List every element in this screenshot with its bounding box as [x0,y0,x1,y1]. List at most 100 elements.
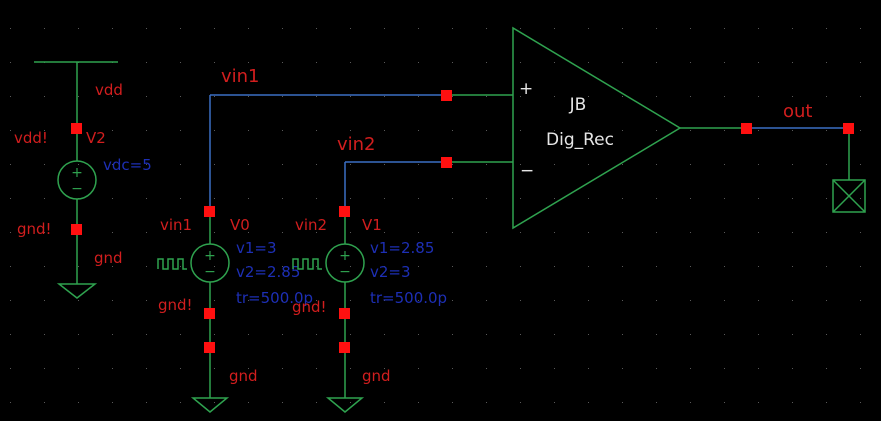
grid-dot [860,28,861,29]
v0-bottom-pin-label: gnd! [158,296,193,314]
grid-dot [690,96,691,97]
grid-dot [180,198,181,199]
grid-dot [758,232,759,233]
comparator-plus-pin[interactable] [441,90,452,101]
grid-dot [554,232,555,233]
grid-dot [180,28,181,29]
output-port-icon[interactable] [832,179,866,213]
grid-dot [146,96,147,97]
grid-dot [214,62,215,63]
grid-dot [44,232,45,233]
grid-dot [690,130,691,131]
net-label-out: out [783,101,812,122]
grid-dot [282,130,283,131]
v1-ground-pin[interactable] [339,342,350,353]
grid-dot [10,334,11,335]
grid-dot [486,198,487,199]
grid-dot [248,96,249,97]
comparator-dig-rec[interactable]: + − JB Dig_Rec [441,26,747,230]
grid-dot [350,232,351,233]
grid-dot [418,130,419,131]
grid-dot [350,334,351,335]
grid-dot [656,232,657,233]
grid-dot [724,232,725,233]
v1-param-v1: v1=2.85 [370,239,434,257]
grid-dot [384,300,385,301]
grid-dot [248,198,249,199]
grid-dot [792,164,793,165]
grid-dot [44,28,45,29]
v0-param-v1: v1=3 [236,239,277,257]
grid-dot [656,198,657,199]
grid-dot [10,96,11,97]
grid-dot [418,232,419,233]
grid-dot [792,96,793,97]
grid-dot [78,368,79,369]
grid-dot [214,266,215,267]
grid-dot [316,368,317,369]
output-net[interactable]: out [741,101,866,213]
grid-dot [78,164,79,165]
v1-plus-sign: + [339,248,351,264]
grid-dot [486,62,487,63]
grid-dot [622,266,623,267]
grid-dot [44,266,45,267]
grid-dot [554,62,555,63]
grid-dot [860,62,861,63]
v0-bottom-pin[interactable] [204,308,215,319]
grid-dot [656,96,657,97]
grid-dot [588,300,589,301]
v1-instance-name: V1 [362,216,382,234]
grid-dot [520,130,521,131]
grid-dot [690,402,691,403]
grid-dot [758,96,759,97]
grid-dot [758,334,759,335]
comparator-output-pin[interactable] [741,123,752,134]
v2-top-pin[interactable] [71,123,82,134]
v2-top-net-label: vdd [95,81,123,99]
grid-dot [418,368,419,369]
v0-top-pin[interactable] [204,206,215,217]
v2-plus-sign: + [71,165,83,181]
grid-dot [248,130,249,131]
v0-minus-sign: − [204,264,216,280]
grid-dot [214,96,215,97]
vdc-source-v2[interactable]: + − vdd vdd! V2 vdc=5 gnd! gnd [14,61,152,299]
grid-dot [384,62,385,63]
grid-dot [860,402,861,403]
v2-bottom-pin[interactable] [71,224,82,235]
grid-dot [622,62,623,63]
grid-dot [112,198,113,199]
grid-dot [282,402,283,403]
grid-dot [78,402,79,403]
grid-dot [690,62,691,63]
v2-bottom-net-label: gnd [94,249,123,267]
grid-dot [146,334,147,335]
vpulse-source-v0[interactable]: + − vin1 V0 v1=3 v2=2.85 tr=500.0p gnd! … [157,94,447,413]
grid-dot [112,164,113,165]
v0-ground-symbol [190,397,230,413]
grid-dot [826,28,827,29]
comparator-minus-pin[interactable] [441,157,452,168]
grid-dot [248,266,249,267]
grid-dot [146,300,147,301]
grid-dot [656,266,657,267]
grid-dot [78,28,79,29]
vpulse-source-v1[interactable]: + − vin2 V1 v1=2.85 v2=3 tr=500.0p gnd! … [292,161,447,413]
out-terminal-pin[interactable] [843,123,854,134]
v0-ground-pin[interactable] [204,342,215,353]
v1-bottom-pin[interactable] [339,308,350,319]
grid-dot [282,164,283,165]
grid-dot [452,368,453,369]
v1-top-pin[interactable] [339,206,350,217]
grid-dot [554,402,555,403]
v0-instance-name: V0 [230,216,250,234]
grid-dot [384,368,385,369]
grid-dot [452,164,453,165]
grid-dot [486,96,487,97]
grid-dot [44,96,45,97]
grid-dot [792,402,793,403]
grid-dot [690,28,691,29]
v0-param-tr: tr=500.0p [236,289,313,307]
